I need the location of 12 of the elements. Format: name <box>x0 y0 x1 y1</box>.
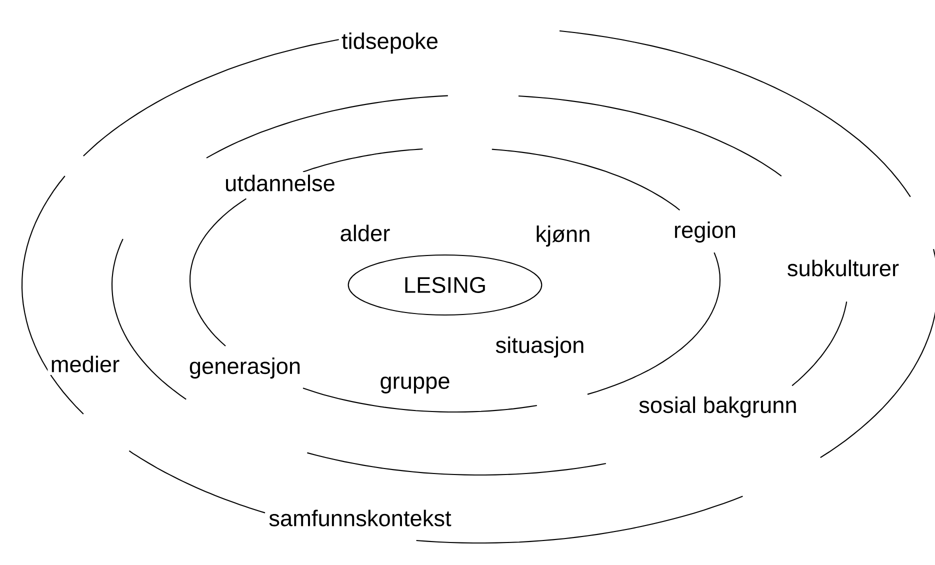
factor-label: situasjon <box>492 334 588 360</box>
factor-label: region <box>670 218 740 246</box>
factor-label: gruppe <box>377 374 453 396</box>
factor-label: tidsepoke <box>338 30 442 56</box>
factor-label: generasjon <box>186 354 304 382</box>
factor-label: medier <box>48 353 122 375</box>
factor-label: kjønn <box>532 222 594 250</box>
factor-label: alder <box>337 222 393 244</box>
factor-label: subkulturer <box>784 257 902 279</box>
factor-label: sosial bakgrunn <box>636 394 800 420</box>
factor-label: samfunnskontekst <box>266 507 454 529</box>
factor-label: utdannelse <box>222 172 338 194</box>
